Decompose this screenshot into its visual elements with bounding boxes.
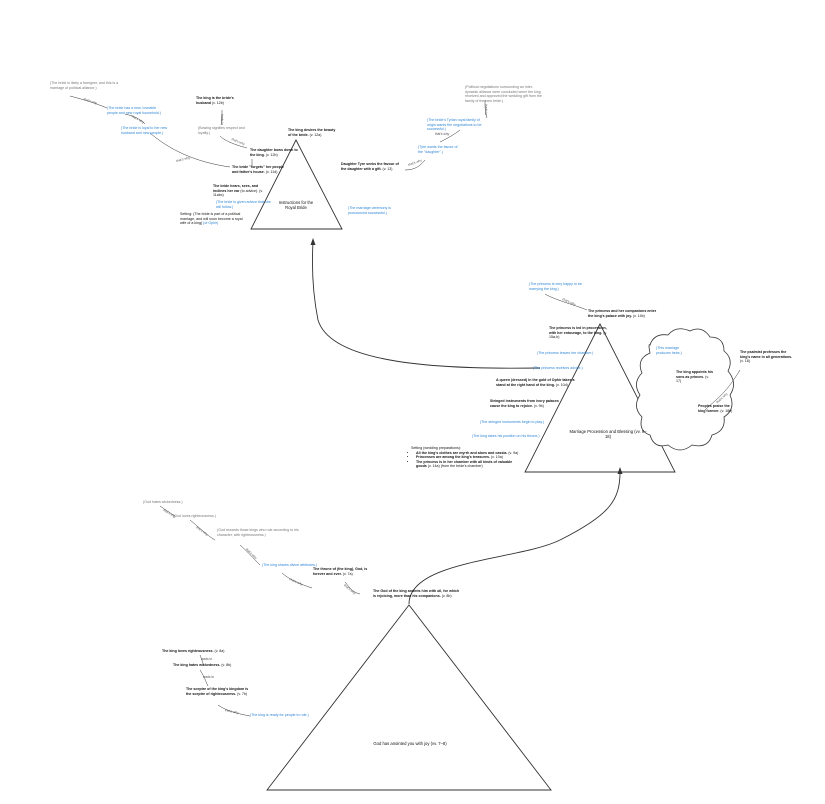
text-queen: A queen (dressed) in the gold of Ophir t… bbox=[496, 378, 575, 387]
note-king-ready: (The king is ready for people to rule.) bbox=[250, 713, 309, 717]
text-appoints: The king appoints his sons as princes. (… bbox=[676, 370, 713, 384]
note-receives-advice: (The princess receives advice.) bbox=[533, 366, 583, 370]
link-political bbox=[484, 99, 488, 119]
link-sceptre bbox=[217, 704, 251, 717]
link-newhusband bbox=[149, 132, 231, 168]
note-ceremony: (The marriage ceremony is pronounced suc… bbox=[348, 206, 391, 215]
text-tyre-seeks: Daughter Tyre seeks the favour of the da… bbox=[341, 162, 399, 171]
text-bride-forgets: The bride "forgets" her people and fathe… bbox=[232, 165, 284, 174]
note-king-position: (The king takes his position on his thro… bbox=[472, 434, 540, 438]
text-sceptre: The sceptre of the king's kingdom is the… bbox=[186, 687, 249, 696]
link-loyalties bbox=[124, 113, 146, 125]
link-loves bbox=[199, 654, 205, 667]
note-bowing: (Bowing signifies respect and loyalty.) bbox=[198, 126, 245, 135]
link-shares bbox=[281, 572, 313, 589]
note-tyre-wants: (The bride's Tyrian royal family of orig… bbox=[427, 118, 482, 132]
text-strings: Stringed instruments from ivory palaces … bbox=[490, 399, 559, 408]
link-throne bbox=[344, 581, 361, 595]
text-led-procession: The princess is led in procession, with … bbox=[549, 326, 608, 340]
text-king-loves: The king loves righteousness. (v. 8a) bbox=[162, 649, 225, 653]
cloud-shape bbox=[636, 328, 734, 451]
note-god-rewards: (God rewards those kings who rule accord… bbox=[217, 528, 299, 537]
link-godloves bbox=[189, 519, 216, 541]
label-leads-to: leads to bbox=[201, 657, 213, 661]
prep-heading: Setting (wedding preparations): bbox=[411, 446, 461, 450]
prep-item: The princess is in her chamber with all … bbox=[416, 460, 521, 469]
label-leads-to: leads to bbox=[203, 675, 215, 679]
bottom-triangle-title: God has anointed you with joy (vv. 7–8) bbox=[373, 741, 447, 746]
note-new-husband: (The bride is loyal to her new husband a… bbox=[121, 126, 168, 135]
link-rewards bbox=[239, 544, 261, 566]
link-godhates bbox=[159, 505, 176, 517]
text-praises: Peoples praise the king forever. (v. 18b… bbox=[698, 404, 733, 413]
label-leads-to: leads to bbox=[484, 104, 488, 116]
note-foreigner: (The bride is likely a foreigner, and th… bbox=[50, 81, 119, 90]
prep-item: Princesses are among the king's treasure… bbox=[416, 455, 521, 460]
text-king-hates: The king hates wickedness. (v. 8b) bbox=[173, 663, 232, 667]
text-daughter-bows: The daughter bows down to the king. (v. … bbox=[250, 148, 298, 157]
arrowhead-up-top bbox=[310, 238, 316, 245]
prep-list: All the king's clothes are myrrh and alo… bbox=[411, 451, 521, 469]
note-strings-begin: (The stringed instruments begin to play.… bbox=[480, 420, 545, 424]
top-triangle bbox=[250, 139, 343, 230]
link-kinghusband bbox=[220, 109, 223, 126]
note-god-loves: (God loves righteousness.) bbox=[173, 514, 216, 518]
link-tyrewants bbox=[439, 129, 461, 143]
note-happy: (The princess is very happy to be marryi… bbox=[529, 282, 582, 291]
middle-triangle bbox=[524, 323, 676, 473]
arrowhead-up-middle bbox=[617, 467, 623, 474]
link-happy bbox=[544, 293, 588, 311]
link-tyrefavor bbox=[404, 159, 426, 171]
text-kings-husband: The king is the bride's husband (v. 12b) bbox=[196, 96, 234, 105]
note-tyre-favor: (Tyre wants the favour of the "daughter"… bbox=[418, 145, 458, 154]
top-triangle-title: Instructions for the Royal Bride bbox=[278, 200, 314, 211]
label-thats-why: that's why bbox=[435, 132, 450, 136]
text-oil: The God of the king anoints him with oil… bbox=[373, 589, 460, 598]
prep-block: Setting (wedding preparations): All the … bbox=[411, 446, 521, 469]
text-bride-hears: The bride hears, sees, and inclines her … bbox=[213, 184, 263, 198]
note-king-shares: (The king shares divine attributes.) bbox=[262, 563, 318, 567]
bottom-triangle bbox=[266, 604, 552, 791]
note-political: (Political negotiations surrounding an i… bbox=[465, 85, 542, 103]
connector-middle-to-top bbox=[312, 241, 541, 369]
connector-bottom-to-middle bbox=[408, 471, 621, 605]
note-new-loyalties: (The bride has a new, loveable people an… bbox=[107, 106, 161, 115]
text-king-desires: The king desires the beauty of the bride… bbox=[288, 128, 336, 137]
label-leads-to: leads to bbox=[220, 114, 224, 126]
text-setting: Setting: (The bride is part of a politic… bbox=[180, 212, 243, 226]
text-enter-palace: The princess and her companions enter th… bbox=[588, 309, 657, 318]
note-god-hates: (God hates wickedness.) bbox=[143, 500, 183, 504]
link-cloud-psalmist bbox=[704, 369, 741, 411]
note-advice: (The bride is given advice that she will… bbox=[216, 200, 271, 209]
note-products: (This marriage produces heirs.) bbox=[656, 346, 682, 355]
text-throne: The throne of (the king), God, is foreve… bbox=[313, 567, 368, 576]
prep-item: All the king's clothes are myrrh and alo… bbox=[416, 451, 521, 456]
text-psalmist: The psalmist professes the king's name i… bbox=[740, 350, 793, 364]
middle-triangle-title: Marriage Procession and Blessing (vv. 9–… bbox=[569, 429, 647, 440]
link-foreigner bbox=[69, 95, 108, 109]
link-hates bbox=[199, 669, 209, 687]
link-bowing bbox=[219, 135, 248, 149]
note-leaves-chamber: (The princess leaves her chamber.) bbox=[537, 351, 594, 355]
